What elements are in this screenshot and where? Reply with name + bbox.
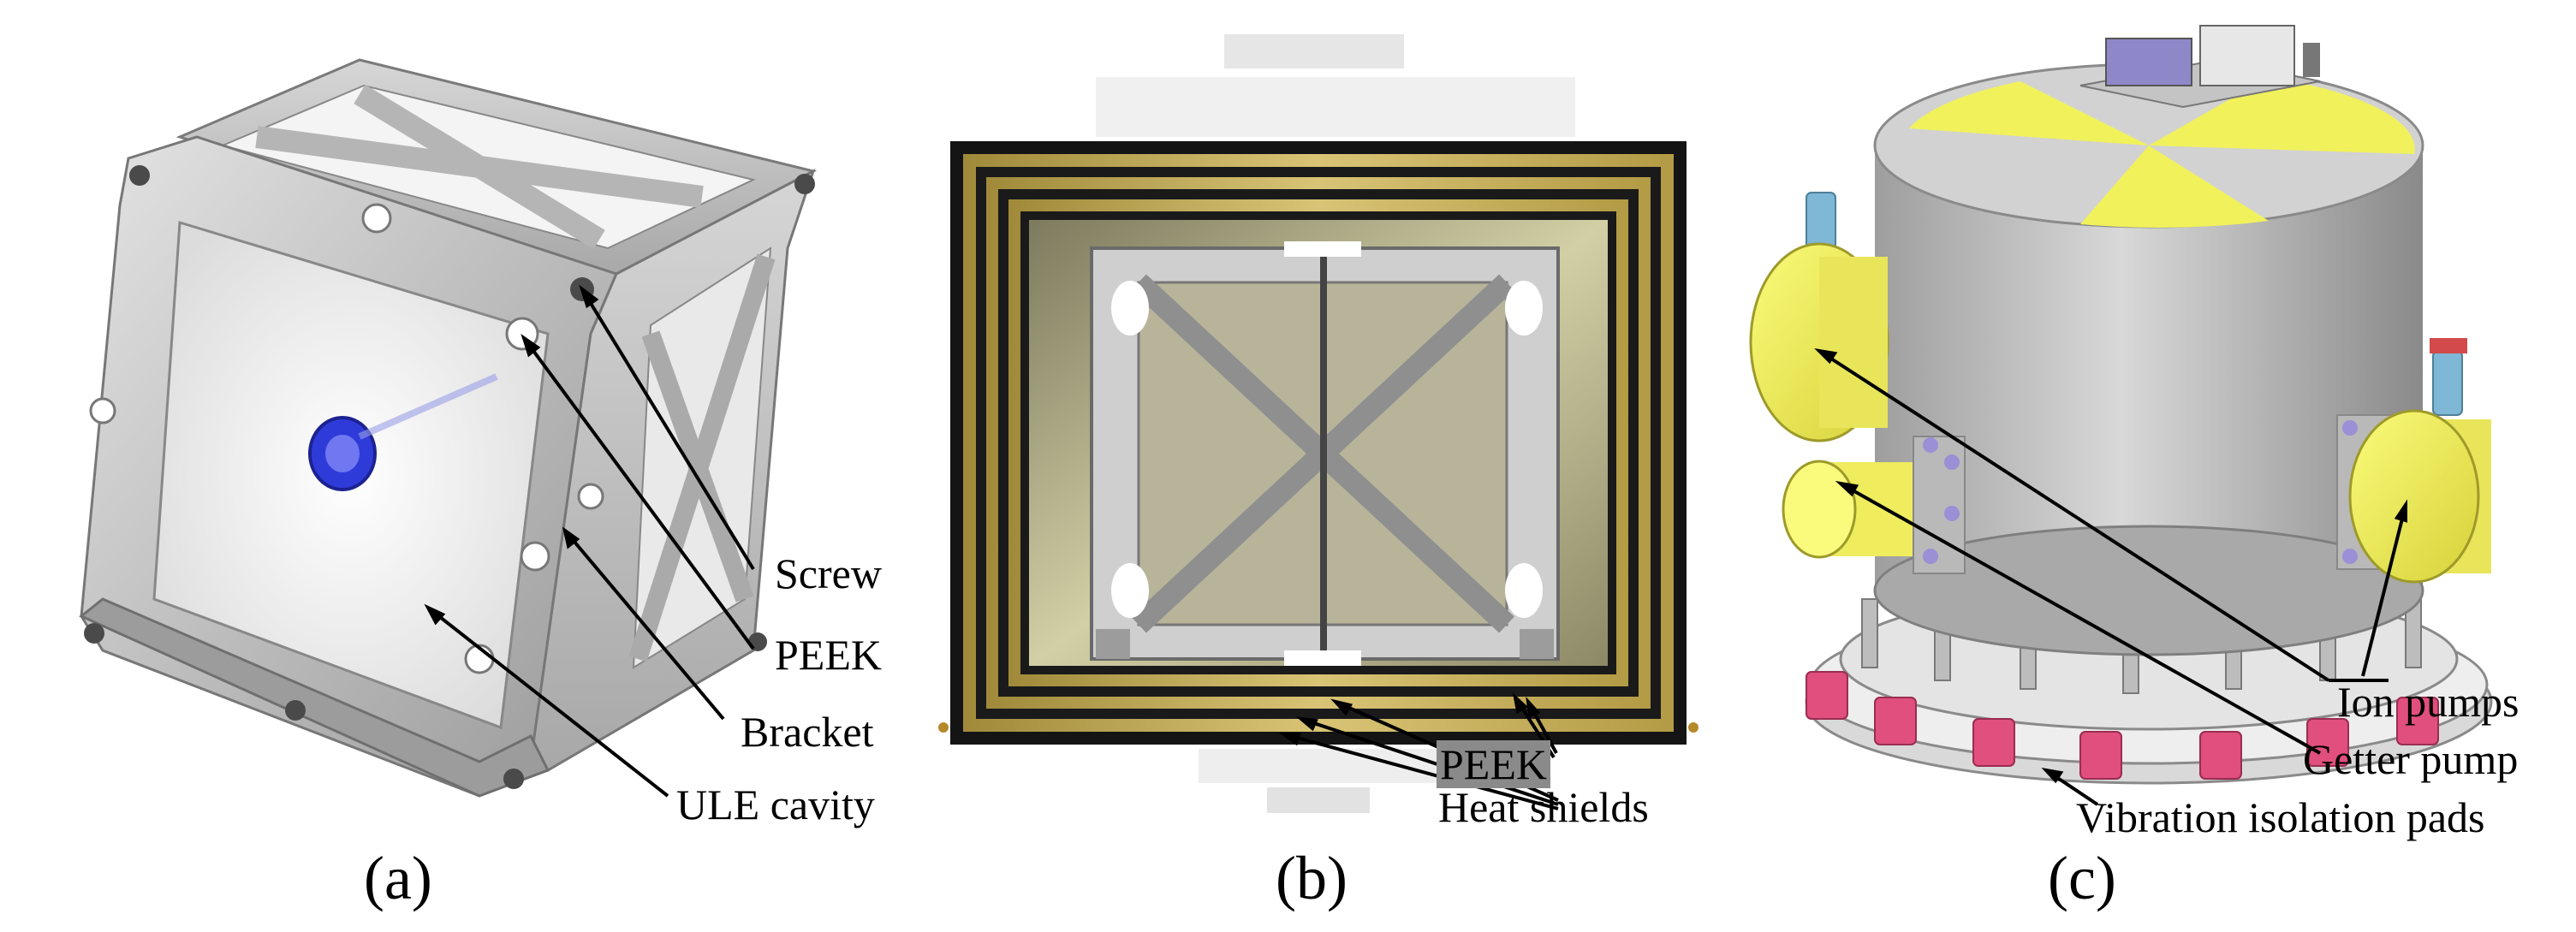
getter-pump (1782, 436, 1966, 574)
label-getter-pump: Getter pump (2303, 735, 2519, 783)
top-optics-stage (2079, 25, 2321, 109)
panel-a-leader-lines (424, 284, 755, 798)
vacuum-chamber (1873, 62, 2424, 656)
vibration-isolation-pads (1806, 671, 2439, 780)
panel-c-drawing (1749, 25, 2493, 806)
caption-a: (a) (364, 844, 432, 912)
inner-cavity-frame (1090, 241, 1560, 666)
panel-b-drawing (938, 34, 1698, 813)
screw-holes (84, 165, 815, 789)
panel-c: Ion pumps Getter pump Vibration isolatio… (1738, 0, 2576, 932)
label-ule-cavity: ULE cavity (676, 781, 875, 828)
ion-pump-valves (1806, 192, 2467, 416)
ion-pump-left (1749, 242, 1889, 442)
panel-c-leader-lines (1814, 348, 2407, 806)
label-peek-b: PEEK (1437, 740, 1550, 788)
caption-b: (b) (1276, 844, 1347, 912)
label-vibration-isolation-pads: Vibration isolation pads (2076, 793, 2485, 841)
ion-pump-right (2336, 409, 2491, 584)
ule-cavity-bore (308, 373, 498, 491)
label-peek-b-text: PEEK (1437, 740, 1550, 788)
panel-a-drawing (79, 58, 818, 798)
label-bracket: Bracket (741, 708, 874, 756)
label-peek: PEEK (775, 631, 882, 679)
frame-bottom-edge (79, 597, 550, 798)
label-heat-shields: Heat shields (1438, 783, 1649, 831)
frame-top-face (176, 58, 818, 276)
label-ion-pumps: Ion pumps (2337, 678, 2519, 726)
panel-b: PEEK Heat shields (b) (925, 0, 1738, 932)
caption-c: (c) (2048, 844, 2116, 912)
label-screw: Screw (775, 549, 882, 597)
panel-a: Screw PEEK Bracket ULE cavity (a) (0, 0, 925, 932)
bracket-holes (89, 203, 604, 674)
